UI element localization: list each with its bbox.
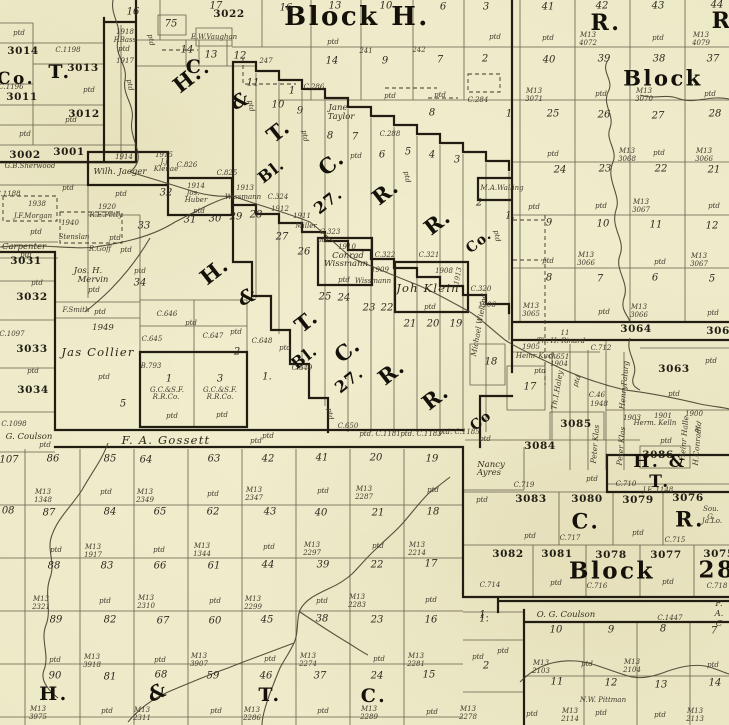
dashed-lines (2, 49, 546, 385)
